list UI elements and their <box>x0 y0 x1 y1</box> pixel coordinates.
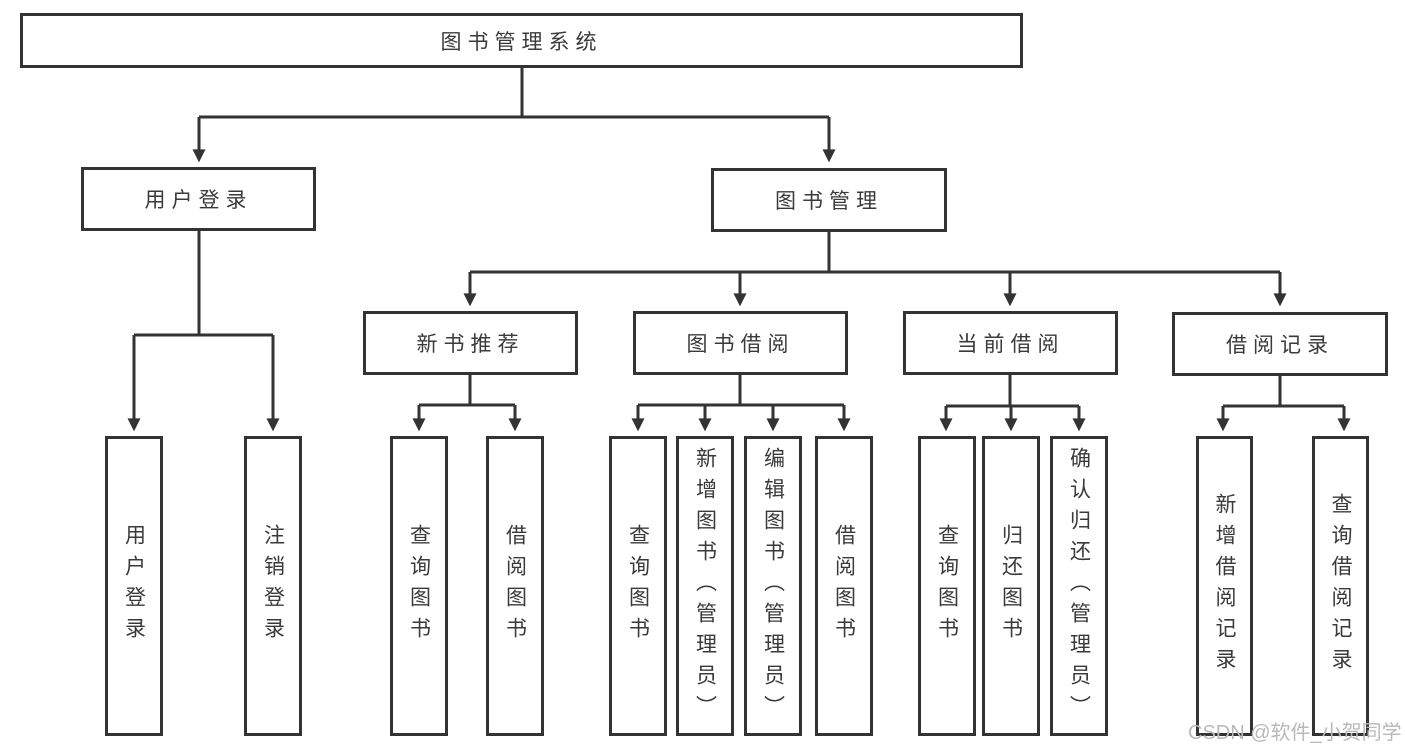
node-label: 图书管理系统 <box>440 30 603 54</box>
node-label: 借阅记录 <box>1226 334 1334 357</box>
node-label: 新增图书（管理员） <box>693 446 717 726</box>
node-label: 确认归还（管理员） <box>1067 446 1091 726</box>
node-book-management: 图书管理 <box>711 168 947 232</box>
leaf-borrow-books: 借阅图书 <box>815 436 873 736</box>
node-label: 归还图书 <box>999 524 1023 648</box>
node-label: 当前借阅 <box>956 333 1065 356</box>
node-label: 编辑图书（管理员） <box>761 446 785 726</box>
node-label: 查询图书 <box>407 524 431 648</box>
node-label: 注销登录 <box>261 524 285 648</box>
node-root: 图书管理系统 <box>20 13 1023 68</box>
leaf-borrow-books-recommend: 借阅图书 <box>486 436 544 736</box>
node-label: 用户登录 <box>122 524 146 648</box>
node-current-borrow: 当前借阅 <box>903 311 1118 375</box>
node-label: 图书管理 <box>775 190 883 213</box>
leaf-user-login: 用户登录 <box>105 436 163 736</box>
node-user-login: 用户登录 <box>81 167 316 231</box>
node-label: 新书推荐 <box>416 333 525 356</box>
leaf-add-book-admin: 新增图书（管理员） <box>676 436 734 736</box>
leaf-return-book: 归还图书 <box>982 436 1040 736</box>
leaf-query-books-recommend: 查询图书 <box>390 436 448 736</box>
node-label: 查询图书 <box>626 524 650 648</box>
csdn-watermark: CSDN @软件_小贺同学 <box>1188 722 1402 744</box>
node-label: 借阅图书 <box>832 524 856 648</box>
node-label: 用户登录 <box>144 189 253 212</box>
leaf-query-books-borrow: 查询图书 <box>609 436 667 736</box>
node-new-book-recommend: 新书推荐 <box>363 311 578 375</box>
leaf-edit-book-admin: 编辑图书（管理员） <box>744 436 802 736</box>
node-label: 查询图书 <box>935 524 959 648</box>
node-label: 借阅图书 <box>503 524 527 648</box>
node-label: 查询借阅记录 <box>1329 493 1352 679</box>
leaf-query-books-current: 查询图书 <box>918 436 976 736</box>
leaf-logout: 注销登录 <box>244 436 302 736</box>
leaf-add-borrow-record: 新增借阅记录 <box>1196 436 1253 736</box>
connector-arrows <box>127 117 1351 432</box>
leaf-confirm-return-admin: 确认归还（管理员） <box>1050 436 1108 736</box>
node-label: 图书借阅 <box>686 333 795 356</box>
node-borrow-records: 借阅记录 <box>1172 312 1388 376</box>
leaf-query-borrow-record: 查询借阅记录 <box>1312 436 1369 736</box>
node-label: 新增借阅记录 <box>1213 493 1236 679</box>
connector-rails <box>134 68 1344 408</box>
node-book-borrow: 图书借阅 <box>633 311 848 375</box>
